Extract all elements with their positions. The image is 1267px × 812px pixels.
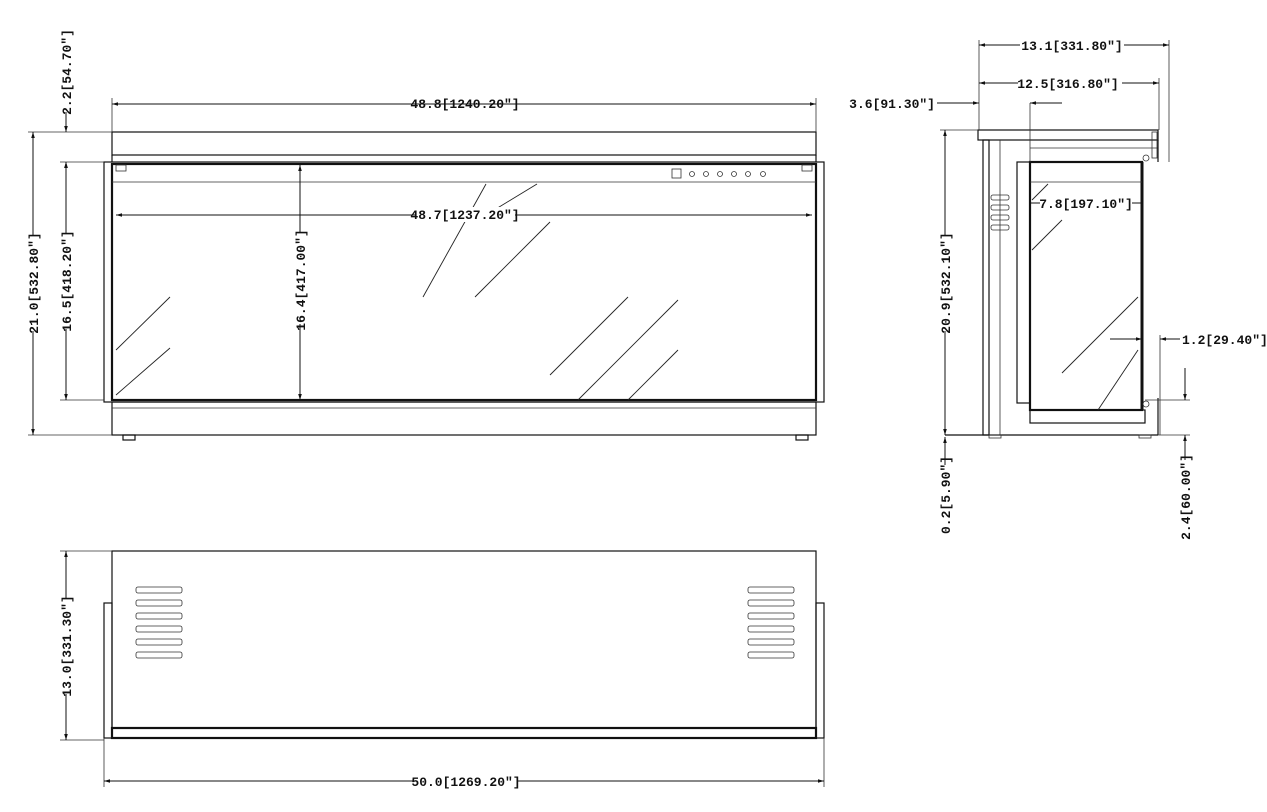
top-vents-right — [747, 586, 795, 659]
glass-depth-label: 7.8[197.10″] — [1039, 197, 1133, 212]
control-panel — [671, 168, 766, 179]
foot-height-label: 0.2[5.90″] — [939, 456, 954, 534]
top-overall-width-label: 50.0[1269.20″] — [411, 775, 520, 790]
top-dimensions: 13.0[331.30″] 50.0[1269.20″] — [59, 550, 825, 790]
side-view — [945, 129, 1159, 439]
front-dimensions: 48.8[1240.20″] 2.2[54.70″] 21.0[532.80″]… — [26, 29, 817, 436]
glass-width-label: 48.7[1237.20″] — [410, 208, 519, 223]
overall-depth-label: 13.1[331.80″] — [1021, 39, 1122, 54]
side-vents — [990, 194, 1010, 231]
front-overall-height-label: 21.0[532.80″] — [27, 232, 42, 333]
rear-offset-label: 1.2[29.40″] — [1182, 333, 1267, 348]
frame-height-label: 16.5[418.20″] — [60, 230, 75, 331]
glass-reflection-lines — [115, 183, 679, 401]
front-offset-label: 3.6[91.30″] — [849, 97, 935, 112]
top-depth-label: 13.0[331.30″] — [60, 595, 75, 696]
top-depth-label: 12.5[316.80″] — [1017, 77, 1118, 92]
side-dimensions: 13.1[331.80″] 12.5[316.80″] 3.6[91.30″] … — [849, 38, 1267, 540]
top-view — [103, 550, 825, 740]
base-height-label: 2.4[60.00″] — [1179, 454, 1194, 540]
top-vents-left — [135, 586, 183, 659]
front-overall-width-label: 48.8[1240.20″] — [410, 97, 519, 112]
top-trim-height-label: 2.2[54.70″] — [60, 29, 75, 115]
side-overall-height-label: 20.9[532.10″] — [939, 232, 954, 333]
front-view — [103, 131, 825, 441]
glass-height-label: 16.4[417.00″] — [294, 229, 309, 330]
